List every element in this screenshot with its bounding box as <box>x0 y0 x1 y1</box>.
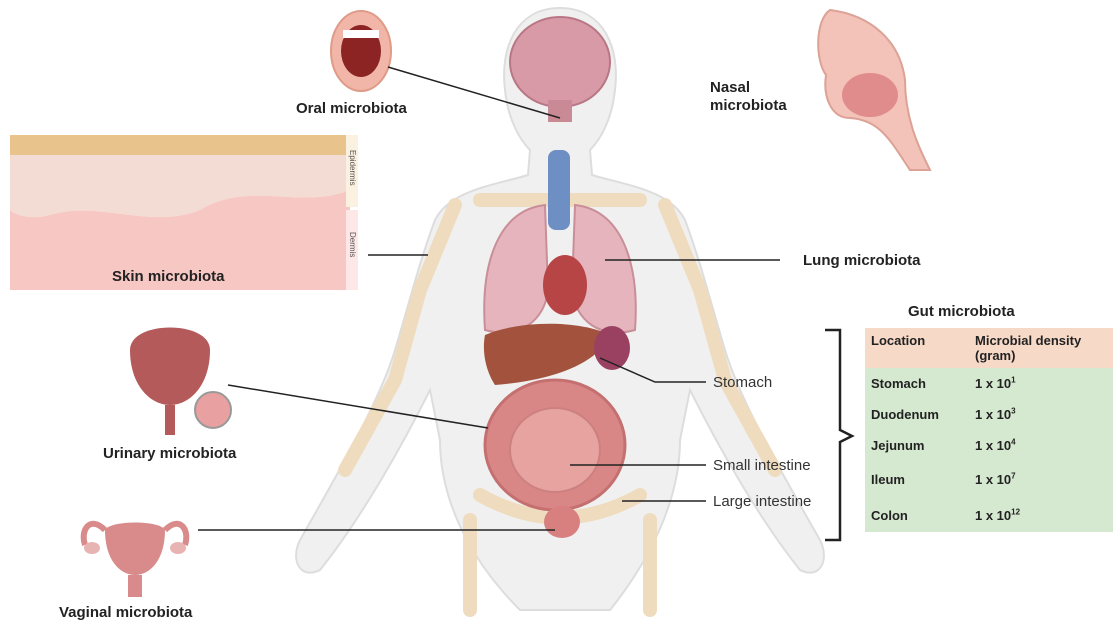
urinary-bladder-icon <box>130 328 231 436</box>
nasal-microbiota-label-line2: microbiota <box>710 97 787 115</box>
location-cell: Ileum <box>865 461 969 498</box>
density-base: 1 x 10 <box>975 472 1011 487</box>
table-row: Colon 1 x 1012 <box>865 498 1113 532</box>
density-cell: 1 x 103 <box>969 399 1113 430</box>
density-exponent: 12 <box>1011 507 1020 516</box>
density-cell: 1 x 104 <box>969 430 1113 461</box>
table-row: Stomach 1 x 101 <box>865 368 1113 399</box>
skin-microbiota-label: Skin microbiota <box>112 268 225 286</box>
gut-microbiota-table: Location Microbial density (gram) Stomac… <box>865 328 1113 532</box>
density-base: 1 x 10 <box>975 407 1011 422</box>
uterus-icon <box>84 523 187 598</box>
location-cell: Duodenum <box>865 399 969 430</box>
brain-icon <box>510 17 610 107</box>
oral-microbiota-label: Oral microbiota <box>296 100 407 118</box>
density-cell: 1 x 101 <box>969 368 1113 399</box>
nasal-cavity-icon <box>818 10 930 170</box>
bladder-icon <box>544 506 580 538</box>
location-header: Location <box>865 328 969 368</box>
skin-cross-section-icon <box>10 135 358 290</box>
gut-microbiota-title: Gut microbiota <box>908 303 1015 320</box>
table-row: Ileum 1 x 107 <box>865 461 1113 498</box>
trachea-icon <box>548 150 570 230</box>
small-intestine-label: Small intestine <box>713 457 811 475</box>
density-base: 1 x 10 <box>975 508 1011 523</box>
density-exponent: 4 <box>1011 438 1015 447</box>
table-header-row: Location Microbial density (gram) <box>865 328 1113 368</box>
density-base: 1 x 10 <box>975 438 1011 453</box>
density-exponent: 1 <box>1011 376 1015 385</box>
location-cell: Jejunum <box>865 430 969 461</box>
large-intestine-label: Large intestine <box>713 493 811 511</box>
dermis-label: Dermis <box>348 232 357 257</box>
urinary-microbiota-label: Urinary microbiota <box>103 445 236 463</box>
nasal-microbiota-label-line1: Nasal <box>710 79 750 97</box>
small-intestine-icon <box>510 408 600 492</box>
density-cell: 1 x 1012 <box>969 498 1113 532</box>
gut-brace <box>825 330 852 540</box>
heart-icon <box>543 255 587 315</box>
table-row: Duodenum 1 x 103 <box>865 399 1113 430</box>
density-exponent: 7 <box>1011 472 1015 481</box>
lung-microbiota-label: Lung microbiota <box>803 252 921 270</box>
epidermis-label: Epidermis <box>348 150 357 186</box>
stomach-label: Stomach <box>713 374 772 392</box>
density-exponent: 3 <box>1011 407 1015 416</box>
vaginal-microbiota-label: Vaginal microbiota <box>59 604 192 622</box>
brainstem <box>548 100 572 122</box>
density-cell: 1 x 107 <box>969 461 1113 498</box>
location-cell: Stomach <box>865 368 969 399</box>
mouth-icon <box>331 11 391 91</box>
density-base: 1 x 10 <box>975 376 1011 391</box>
table-row: Jejunum 1 x 104 <box>865 430 1113 461</box>
location-cell: Colon <box>865 498 969 532</box>
density-header: Microbial density (gram) <box>969 328 1113 368</box>
